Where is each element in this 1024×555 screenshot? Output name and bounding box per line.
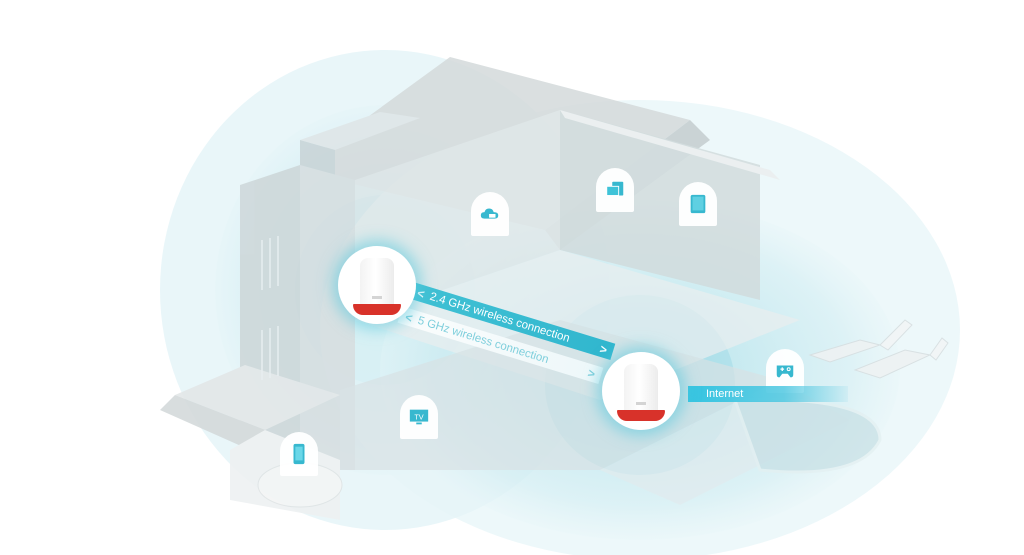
gamepad-icon bbox=[776, 365, 794, 378]
mesh-router-upstairs bbox=[338, 246, 416, 324]
router-logo bbox=[372, 296, 382, 299]
device-marker-tablet bbox=[679, 182, 717, 226]
device-marker-game-console bbox=[766, 349, 804, 393]
internet-label: Internet bbox=[706, 388, 744, 400]
mesh-router-downstairs bbox=[602, 352, 680, 430]
tablet-icon bbox=[690, 194, 706, 214]
router-logo bbox=[636, 402, 646, 405]
device-marker-tv: TV bbox=[400, 395, 438, 439]
smartphone-icon bbox=[293, 443, 305, 465]
router-base bbox=[617, 410, 665, 421]
device-marker-smartphone bbox=[280, 432, 318, 476]
house bbox=[160, 57, 949, 520]
tv-icon: TV bbox=[409, 409, 429, 425]
device-marker-computer bbox=[596, 168, 634, 212]
router-base bbox=[353, 304, 401, 315]
desktop-monitor-icon bbox=[606, 181, 624, 196]
device-marker-cloud bbox=[471, 192, 509, 236]
internet-band: Internet bbox=[688, 386, 848, 402]
cloud-drive-icon bbox=[480, 208, 499, 219]
svg-text:TV: TV bbox=[414, 412, 423, 421]
